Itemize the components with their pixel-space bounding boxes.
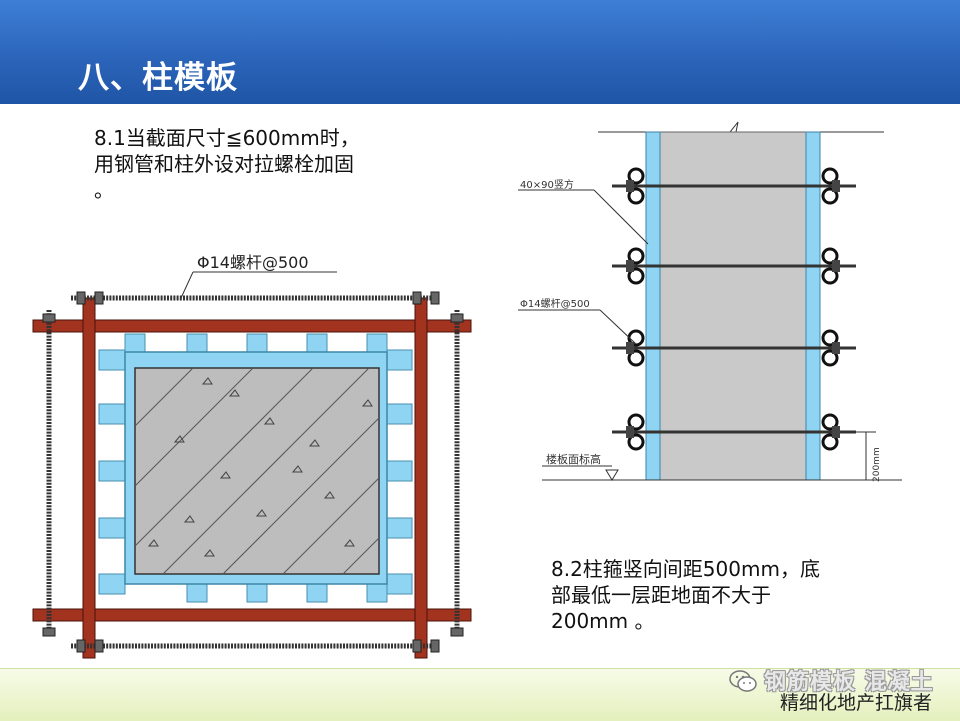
section-8-1-text: 8.1当截面尺寸≦600mm时， 用钢管和柱外设对拉螺栓加固 。 [94, 125, 424, 203]
concrete-hatch [134, 367, 380, 575]
section-8-2-line3: 200mm 。 [551, 609, 655, 633]
watermark-line1: 钢筋模板 混凝土 [764, 670, 934, 695]
slide-footer [0, 668, 960, 721]
column-concrete [659, 131, 807, 481]
plan-bolt-label: Φ14螺杆@500 [197, 253, 309, 272]
watermark-line2: 精细化地产扛旗者 [780, 692, 933, 714]
tie-bolts [46, 295, 460, 649]
tube-clamps [627, 167, 839, 451]
bolt-nuts [42, 291, 464, 653]
section-8-1-line1: 8.1当截面尺寸≦600mm时， [94, 126, 360, 150]
left-stud [645, 131, 661, 481]
aggregate-marks [147, 377, 373, 557]
concrete-section [134, 367, 380, 575]
bolt-label-leader-diagonal [180, 271, 194, 299]
section-8-2-line2: 部最低一层距地面不大于 [551, 583, 771, 607]
section-8-2-line1: 8.2柱箍竖向间距500mm，底 [551, 557, 820, 581]
section-8-1-line2: 用钢管和柱外设对拉螺栓加固 [94, 152, 354, 176]
steel-tubes [32, 297, 472, 659]
column-formwork-elevation-diagram: 40×90竖方 Φ14螺杆@500 楼板面标高 200mm [518, 121, 902, 482]
elevation-bolts [612, 184, 856, 434]
floor-level-marker [605, 469, 619, 481]
section-8-2-text: 8.2柱箍竖向间距500mm，底 部最低一层距地面不大于 200mm 。 [551, 556, 871, 634]
column-formwork-plan-diagram: Φ14螺杆@500 [32, 253, 472, 659]
label-bolts: Φ14螺杆@500 [520, 298, 590, 310]
label-floor: 楼板面标高 [546, 452, 601, 466]
watermark: 钢筋模板 混凝土 精细化地产扛旗者 [728, 660, 958, 716]
dim-200-label: 200mm [872, 447, 882, 482]
slide-header: 八、柱模板 [0, 0, 960, 104]
clamp-plates [626, 180, 840, 438]
wechat-icon [729, 670, 757, 692]
right-stud [805, 131, 821, 481]
section-8-1-line3: 。 [94, 178, 114, 202]
label-studs-leader-diag [593, 189, 649, 245]
slide-title: 八、柱模板 [78, 60, 238, 96]
label-bolts-leader-diag [599, 309, 637, 345]
label-studs: 40×90竖方 [520, 178, 574, 191]
